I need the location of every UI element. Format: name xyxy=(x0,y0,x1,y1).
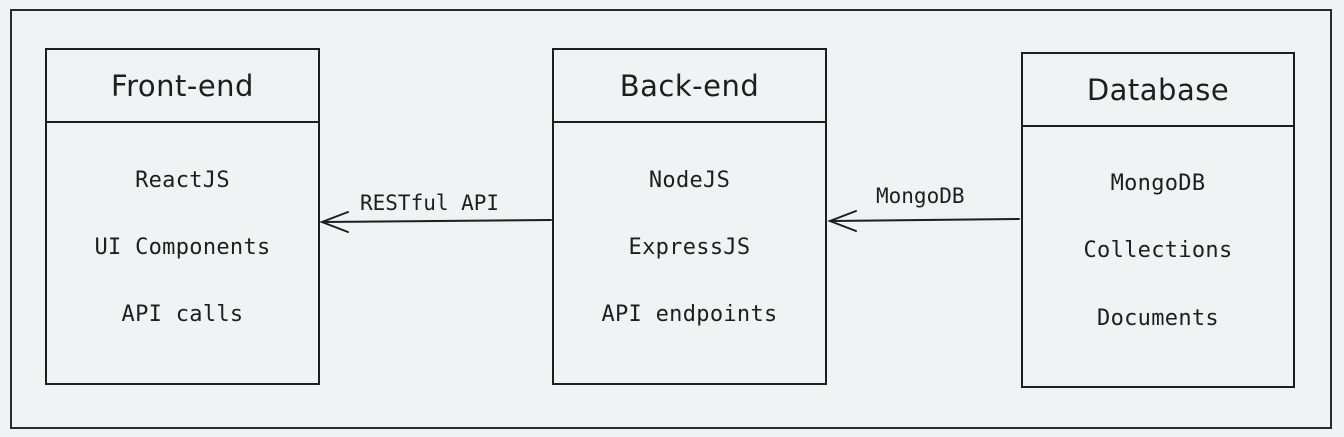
node-database: Database MongoDB Collections Documents xyxy=(1021,52,1295,388)
edge-database-to-backend xyxy=(827,210,1020,232)
diagram-frame xyxy=(10,9,1332,429)
node-header: Front-end xyxy=(47,50,318,123)
node-title: Front-end xyxy=(111,68,254,103)
node-title: Database xyxy=(1086,72,1230,107)
node-item: API endpoints xyxy=(601,302,778,327)
node-frontend: Front-end ReactJS UI Components API call… xyxy=(45,48,320,385)
edge-line xyxy=(321,219,552,223)
node-item: NodeJS xyxy=(648,168,731,193)
node-header: Database xyxy=(1023,54,1293,127)
node-item: Documents xyxy=(1097,306,1219,331)
node-backend: Back-end NodeJS ExpressJS API endpoints xyxy=(552,48,827,385)
arrowhead-icon xyxy=(319,211,349,233)
node-item: API calls xyxy=(121,302,244,327)
node-item: ReactJS xyxy=(135,168,230,193)
edge-line xyxy=(829,218,1020,222)
node-item: ExpressJS xyxy=(628,235,751,260)
node-item: UI Components xyxy=(94,235,271,260)
edge-label-mongodb: MongoDB xyxy=(876,184,965,208)
arrowhead-icon xyxy=(827,210,857,232)
node-header: Back-end xyxy=(554,50,825,123)
edge-label-restful-api: RESTful API xyxy=(360,191,500,215)
node-item: Collections xyxy=(1083,238,1233,263)
node-title: Back-end xyxy=(619,68,760,103)
edge-backend-to-frontend xyxy=(319,211,552,233)
node-item: MongoDB xyxy=(1110,171,1206,196)
